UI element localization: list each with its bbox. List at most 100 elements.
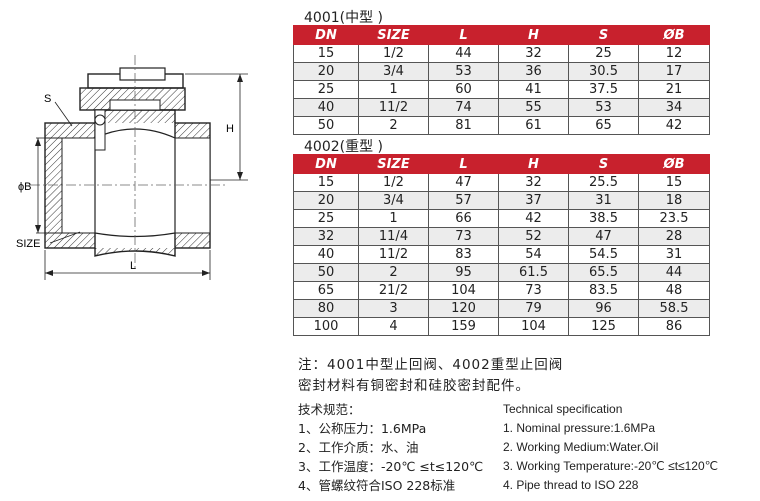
table-cell: 95 (428, 263, 499, 282)
notes-line-2: 密封材料有铜密封和硅胶密封配件。 (298, 378, 530, 394)
table-cell: 47 (428, 173, 499, 192)
label-s: S (44, 93, 51, 105)
spec-en-title: Technical specification (503, 402, 623, 416)
table-cell: 61 (498, 116, 569, 135)
table-cell: 65.5 (568, 263, 639, 282)
column-header: DN (293, 154, 359, 174)
table-cell: 32 (498, 44, 569, 63)
table-4002-title: 4002(重型 ) (304, 139, 384, 155)
table-cell: 1/2 (358, 44, 429, 63)
table-cell: 79 (498, 299, 569, 318)
table-cell: 3/4 (358, 62, 429, 81)
table-cell: 38.5 (568, 209, 639, 228)
table-cell: 2 (358, 116, 429, 135)
spec-en-item: 2. Working Medium:Water.Oil (503, 440, 659, 454)
table-cell: 57 (428, 191, 499, 210)
table-cell: 1 (358, 80, 429, 99)
table-cell: 31 (568, 191, 639, 210)
table-cell: 48 (638, 281, 710, 300)
table-cell: 23.5 (638, 209, 710, 228)
table-cell: 20 (293, 191, 359, 210)
table-cell: 21 (638, 80, 710, 99)
table-cell: 73 (428, 227, 499, 246)
table-cell: 54.5 (568, 245, 639, 264)
spec-en-item: 4. Pipe thread to ISO 228 (503, 478, 639, 492)
table-cell: 50 (293, 116, 359, 135)
table-cell: 66 (428, 209, 499, 228)
table-cell: 120 (428, 299, 499, 318)
table-cell: 34 (638, 98, 710, 117)
table-cell: 159 (428, 317, 499, 336)
table-cell: 86 (638, 317, 710, 336)
spec-en-item: 3. Working Temperature:-20℃ ≤t≤120℃ (503, 459, 719, 473)
table-cell: 25 (293, 80, 359, 99)
column-header: S (568, 154, 639, 174)
table-cell: 4 (358, 317, 429, 336)
table-cell: 3/4 (358, 191, 429, 210)
spec-cn-item: 2、工作介质：水、油 (298, 440, 419, 455)
table-cell: 15 (293, 44, 359, 63)
table-cell: 53 (568, 98, 639, 117)
column-header: H (498, 25, 569, 45)
table-cell: 31 (638, 245, 710, 264)
table-cell: 11/2 (358, 98, 429, 117)
column-header: ØB (638, 25, 710, 45)
table-cell: 83.5 (568, 281, 639, 300)
table-cell: 25.5 (568, 173, 639, 192)
table-cell: 83 (428, 245, 499, 264)
table-cell: 80 (293, 299, 359, 318)
table-cell: 40 (293, 98, 359, 117)
spec-cn-item: 3、工作温度：-20℃ ≤t≤120℃ (298, 459, 484, 474)
spec-cn-item: 4、管螺纹符合ISO 228标准 (298, 478, 456, 493)
table-cell: 125 (568, 317, 639, 336)
table-cell: 96 (568, 299, 639, 318)
table-cell: 81 (428, 116, 499, 135)
table-cell: 15 (293, 173, 359, 192)
column-header: ØB (638, 154, 710, 174)
spec-en-item: 1. Nominal pressure:1.6MPa (503, 421, 656, 435)
valve-drawing: S ϕB SIZE H L (0, 40, 285, 300)
label-h: H (226, 123, 234, 135)
notes: 注：4001中型止回阀、4002重型止回阀 密封材料有铜密封和硅胶密封配件。 (298, 355, 563, 397)
table-cell: 21/2 (358, 281, 429, 300)
table-cell: 15 (638, 173, 710, 192)
table-cell: 60 (428, 80, 499, 99)
table-cell: 74 (428, 98, 499, 117)
table-cell: 37 (498, 191, 569, 210)
table-cell: 42 (498, 209, 569, 228)
notes-line-1: 注：4001中型止回阀、4002重型止回阀 (298, 357, 564, 373)
table-cell: 50 (293, 263, 359, 282)
technical-spec-chinese: 技术规范： 1、公称压力：1.6MPa 2、工作介质：水、油 3、工作温度：-2… (298, 400, 483, 495)
column-header: SIZE (358, 25, 429, 45)
column-header: SIZE (358, 154, 429, 174)
label-l: L (130, 260, 136, 272)
table-cell: 47 (568, 227, 639, 246)
spec-cn-title: 技术规范： (298, 402, 361, 417)
table-cell: 32 (293, 227, 359, 246)
table-cell: 18 (638, 191, 710, 210)
table-cell: 41 (498, 80, 569, 99)
table-cell: 32 (498, 173, 569, 192)
table-cell: 54 (498, 245, 569, 264)
table-cell: 3 (358, 299, 429, 318)
table-cell: 58.5 (638, 299, 710, 318)
technical-spec-english: Technical specification 1. Nominal press… (503, 400, 718, 495)
table-cell: 1/2 (358, 173, 429, 192)
table-cell: 17 (638, 62, 710, 81)
valve-cross-section-diagram: S ϕB SIZE H L (16, 55, 248, 280)
column-header: DN (293, 25, 359, 45)
table-cell: 11/2 (358, 245, 429, 264)
column-header: H (498, 154, 569, 174)
table-cell: 61.5 (498, 263, 569, 282)
label-size: SIZE (16, 238, 40, 250)
